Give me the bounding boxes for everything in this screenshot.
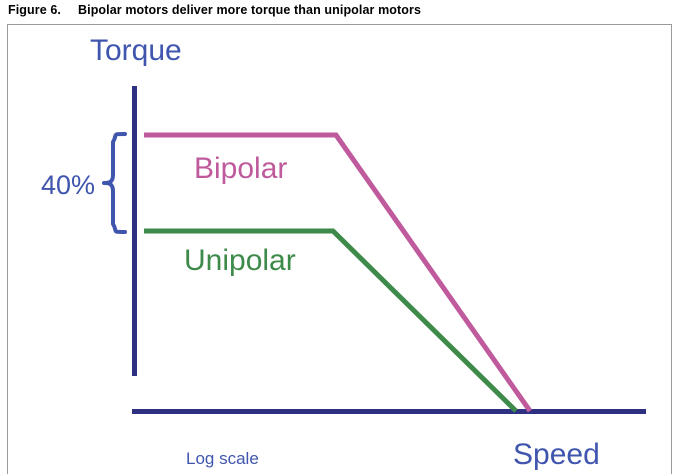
figure-number: Figure 6. (8, 3, 61, 17)
unipolar-series-label: Unipolar (184, 244, 296, 277)
figure-frame: Torque Speed Log scale 40% Bipolar Unipo… (7, 24, 672, 474)
figure-title: Bipolar motors deliver more torque than … (78, 3, 422, 17)
torque-speed-chart: Torque Speed Log scale 40% Bipolar Unipo… (8, 25, 671, 474)
difference-label: 40% (41, 170, 96, 200)
unipolar-curve (144, 228, 518, 413)
difference-brace (102, 132, 127, 234)
bipolar-curve (144, 132, 533, 413)
chart-curves-layer (102, 132, 533, 413)
x-axis-line (132, 409, 646, 414)
bipolar-series-label: Bipolar (194, 152, 288, 185)
y-axis-label: Torque (90, 34, 182, 67)
y-axis-line (132, 86, 137, 376)
x-axis-scale-note: Log scale (186, 449, 259, 468)
figure-caption: Figure 6. Bipolar motors deliver more to… (0, 0, 690, 24)
x-axis-label: Speed (513, 438, 600, 471)
